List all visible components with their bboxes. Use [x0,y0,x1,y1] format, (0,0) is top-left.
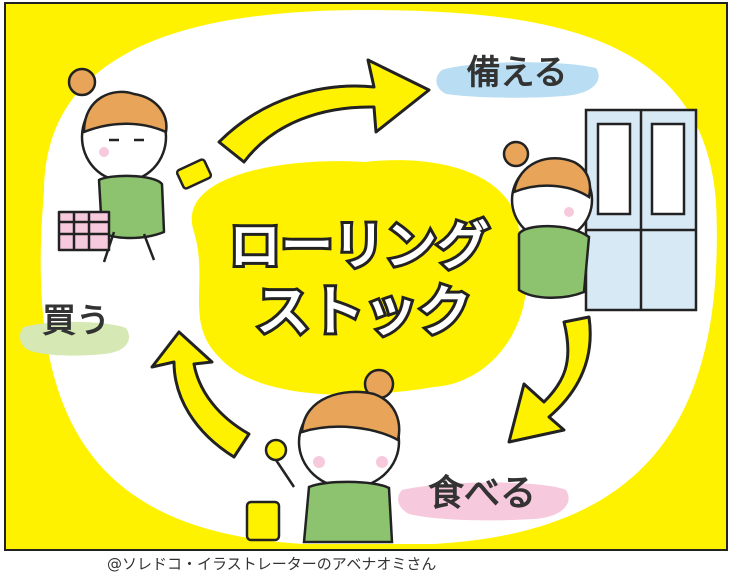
cabinet-icon [584,108,698,312]
cycle-arrow-left-icon [150,330,251,459]
label-highlight-buy [19,321,130,356]
label-buy: 買う [42,301,110,341]
cycle-arrow-top-icon [217,58,431,164]
label-highlight-eat [398,482,569,521]
label-highlight-prepare [436,62,599,98]
rolling-stock-illustration: ローリング ストック 備える 食べる 買う [4,2,728,551]
credit-caption: @ソレドコ・イラストレーターのアベナオミさん [107,555,437,573]
label-prepare: 備える [467,53,568,93]
woman-shopping-icon [57,67,213,263]
center-title-line2: ストック [256,280,472,343]
cycle-arrow-right-icon [507,315,592,444]
woman-eating-icon [245,368,401,544]
center-blob [191,160,527,395]
woman-at-cabinet-icon [502,140,594,300]
center-title-line1: ローリング [229,217,489,277]
label-eat: 食べる [428,473,536,514]
